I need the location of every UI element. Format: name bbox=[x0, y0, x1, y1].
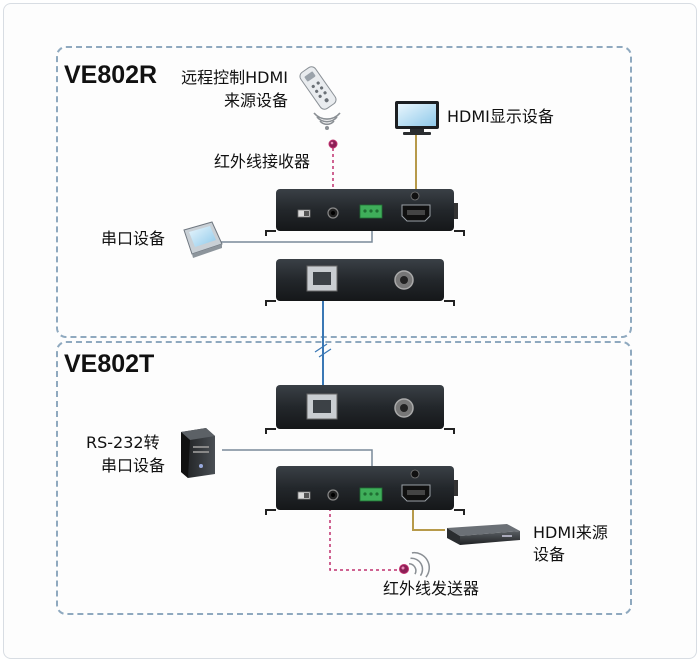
transmitter-rear-unit bbox=[265, 466, 465, 515]
hdmi-source-cable bbox=[412, 505, 445, 531]
ir-blaster-icon bbox=[399, 564, 409, 574]
hdmi-source-device-icon bbox=[447, 524, 520, 545]
ir-blaster-label: 红外线发送器 bbox=[383, 579, 480, 598]
source-label-line1: HDMI来源 bbox=[533, 523, 608, 542]
ir-blaster-cable bbox=[329, 508, 400, 571]
transmitter-zone bbox=[56, 341, 632, 615]
receiver-title: VE802R bbox=[64, 61, 158, 89]
display-monitor-icon bbox=[395, 101, 439, 135]
pc-tower-icon bbox=[181, 428, 215, 478]
cable-break-mark bbox=[314, 343, 332, 358]
serial-device-icon bbox=[183, 221, 223, 258]
rs232-label-line1: RS-232转 bbox=[86, 433, 160, 452]
transmitter-front-unit bbox=[265, 385, 455, 434]
transmitter-title: VE802T bbox=[64, 350, 155, 378]
remote-label-line2: 来源设备 bbox=[223, 91, 288, 110]
receiver-front-unit bbox=[265, 259, 455, 306]
wireless-signal-icon bbox=[313, 112, 341, 130]
ir-receiver-icon bbox=[328, 139, 338, 149]
diagram-frame bbox=[3, 3, 697, 659]
receiver-zone bbox=[56, 46, 632, 338]
display-label: HDMI显示设备 bbox=[447, 107, 554, 126]
wireless-signal-icon bbox=[408, 551, 430, 578]
serial-device-label: 串口设备 bbox=[101, 229, 166, 248]
ir-receiver-label: 红外线接收器 bbox=[214, 152, 311, 171]
receiver-rear-unit bbox=[265, 189, 465, 236]
rs232-label-line2: 串口设备 bbox=[101, 456, 166, 475]
remote-control-icon bbox=[299, 66, 337, 110]
remote-label-line1: 远程控制HDMI bbox=[181, 68, 288, 87]
source-label-line2: 设备 bbox=[533, 545, 566, 564]
